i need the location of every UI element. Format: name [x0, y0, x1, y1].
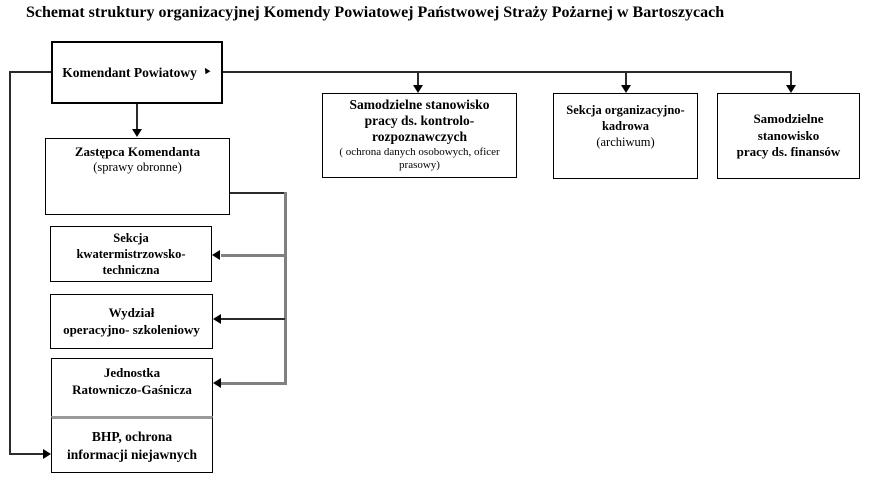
node-subtitle: ( ochrona danych osobowych, oficer praso… [339, 145, 500, 172]
connector-drop-org-kadrowa [625, 73, 627, 86]
connector-left-bottom [9, 453, 43, 455]
connector-zastepca-rail [229, 192, 286, 194]
connector-branch-kwatermistrzowska [221, 254, 285, 257]
connector-branch-jednostka [221, 382, 285, 385]
connector-branch-wydzial [221, 318, 285, 320]
node-stanowisko-finansow: Samodzielne stanowisko pracy ds. finansó… [717, 93, 860, 179]
node-bhp-ochrona-informacji-niejawnych: BHP, ochrona informacji niejawnych [51, 416, 213, 473]
node-title: Komendant Powiatowy [62, 64, 197, 80]
diagram-title: Schemat struktury organizacyjnej Komendy… [26, 4, 725, 21]
node-title: Sekcja kwatermistrzowsko- techniczna [76, 230, 186, 278]
connector-drop-kontrolo [417, 73, 419, 86]
node-title: BHP, ochrona informacji niejawnych [66, 428, 198, 462]
connector-left-rail [9, 71, 11, 455]
node-title: Zastępca Komendanta [74, 144, 201, 159]
arrowhead-down-finansow-icon [786, 85, 796, 93]
node-title: Sekcja organizacyjno- kadrowa [566, 103, 685, 134]
arrowhead-down-kontrolo-icon [413, 85, 423, 93]
arrowhead-down-org-kadrowa-icon [621, 85, 631, 93]
node-title: Samodzielne stanowisko pracy ds. finansó… [736, 110, 841, 160]
node-stanowisko-kontrolno-rozpoznawcze: Samodzielne stanowisko pracy ds. kontrol… [322, 93, 517, 178]
node-subtitle: (sprawy obronne) [93, 160, 182, 174]
arrowhead-down-zastepca-icon [132, 129, 142, 137]
arrowhead-left-wydzial-icon [213, 314, 221, 324]
node-subtitle: (archiwum) [596, 134, 655, 149]
connector-left-top [9, 71, 51, 73]
node-wydzial-operacyjno-szkoleniowy: Wydział operacyjno- szkoleniowy [50, 294, 213, 349]
node-title: Samodzielne stanowisko pracy ds. kontrol… [349, 97, 490, 145]
connector-komendant-zastepca [136, 104, 138, 130]
cursor-icon: ▲ [199, 63, 214, 78]
connector-top-rail [223, 71, 792, 73]
node-komendant-powiatowy: Komendant Powiatowy ▲ [51, 41, 223, 104]
node-sekcja-kwatermistrzowsko-techniczna: Sekcja kwatermistrzowsko- techniczna [50, 226, 212, 282]
connector-drop-finansow [790, 71, 792, 86]
connector-right-rail [284, 192, 287, 385]
arrowhead-left-jednostka-icon [213, 378, 221, 388]
node-jednostka-ratowniczo-gasnicza: Jednostka Ratowniczo-Gaśnicza [51, 358, 213, 416]
arrowhead-right-bhp-icon [43, 449, 51, 459]
node-title: Jednostka Ratowniczo-Gaśnicza [72, 365, 192, 397]
arrowhead-left-kwatermistrzowska-icon [212, 250, 220, 260]
node-zastepca-komendanta: Zastępca Komendanta (sprawy obronne) [45, 138, 230, 215]
node-title: Wydział operacyjno- szkoleniowy [63, 304, 200, 337]
node-sekcja-organizacyjno-kadrowa: Sekcja organizacyjno- kadrowa (archiwum) [553, 93, 698, 179]
